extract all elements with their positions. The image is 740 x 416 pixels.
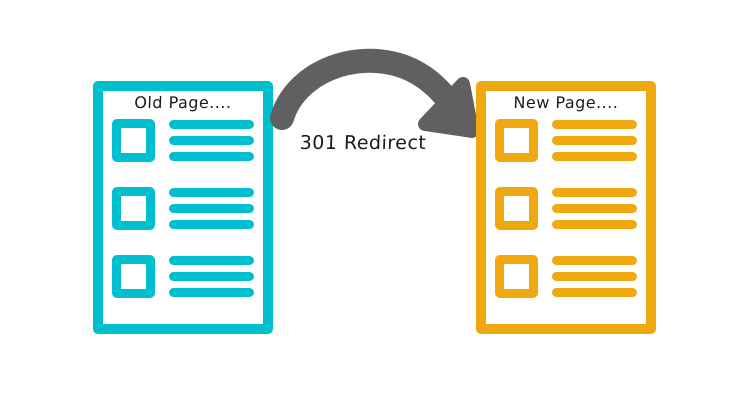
text-lines-group — [169, 188, 254, 229]
old-page-document: Old Page.... — [93, 81, 273, 334]
old-page-row — [112, 119, 254, 162]
checkbox-square-icon — [495, 119, 538, 162]
old-page-row — [112, 255, 254, 298]
text-lines-group — [169, 120, 254, 161]
curved-arrow-right-icon — [270, 48, 479, 138]
text-line — [169, 152, 254, 161]
text-line — [552, 272, 637, 281]
checkbox-square-icon — [495, 187, 538, 230]
new-page-row — [495, 255, 637, 298]
checkbox-square-icon — [112, 187, 155, 230]
text-line — [552, 152, 637, 161]
new-page-row — [495, 187, 637, 230]
text-line — [169, 256, 254, 265]
new-page-title: New Page.... — [513, 93, 619, 112]
redirect-caption-label: 301 Redirect — [299, 132, 427, 154]
old-page-rows — [112, 119, 254, 298]
text-line — [169, 136, 254, 145]
text-line — [552, 256, 637, 265]
text-line — [169, 120, 254, 129]
text-line — [169, 188, 254, 197]
checkbox-square-icon — [495, 255, 538, 298]
old-page-row — [112, 187, 254, 230]
text-line — [169, 288, 254, 297]
text-lines-group — [552, 188, 637, 229]
text-line — [552, 288, 637, 297]
new-page-rows — [495, 119, 637, 298]
checkbox-square-icon — [112, 255, 155, 298]
text-lines-group — [552, 120, 637, 161]
text-line — [169, 204, 254, 213]
text-line — [552, 220, 637, 229]
text-line — [552, 120, 637, 129]
new-page-row — [495, 119, 637, 162]
text-lines-group — [552, 256, 637, 297]
checkbox-square-icon — [112, 119, 155, 162]
old-page-title: Old Page.... — [133, 93, 233, 112]
text-line — [169, 272, 254, 281]
text-line — [552, 188, 637, 197]
text-line — [169, 220, 254, 229]
text-line — [552, 204, 637, 213]
new-page-document: New Page.... — [476, 81, 656, 334]
text-lines-group — [169, 256, 254, 297]
text-line — [552, 136, 637, 145]
